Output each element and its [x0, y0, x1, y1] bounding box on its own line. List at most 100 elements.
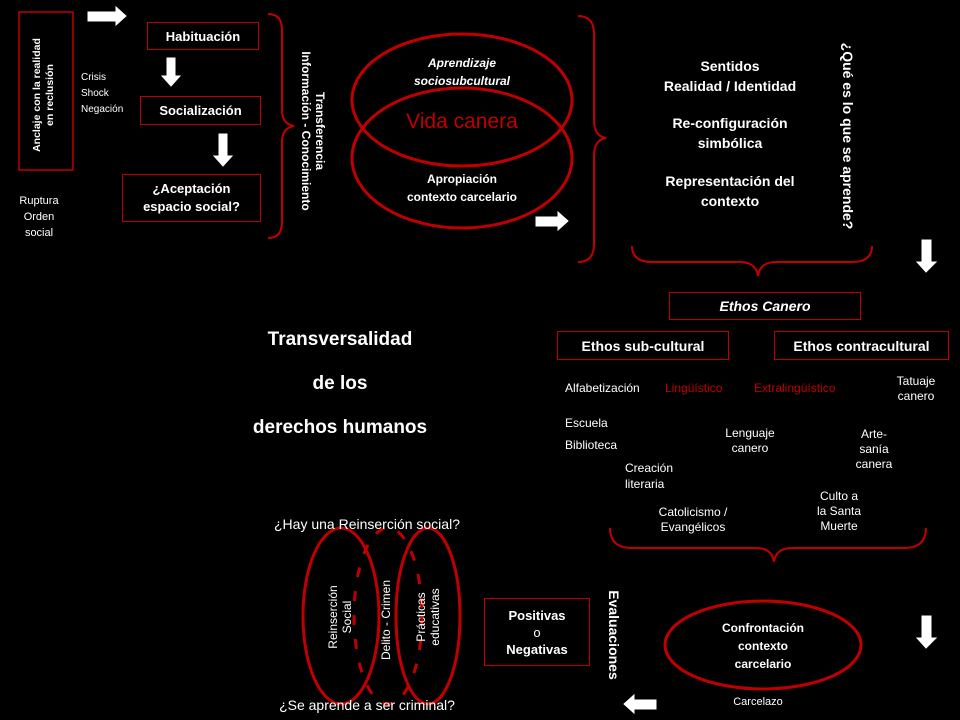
catolicismo-label: Catolicismo / Evangélicos: [645, 505, 741, 535]
apropiacion-label: Apropiación contexto carcelario: [382, 170, 542, 206]
reconfig-line: simbólica: [697, 135, 763, 151]
tatuaje-line: canero: [897, 389, 935, 403]
crisis-item: Shock: [81, 88, 109, 99]
anclaje-line2: en reclusión: [44, 64, 56, 126]
culto-line: Muerte: [820, 519, 858, 533]
arrow-down-right-bottom: [915, 615, 938, 649]
aceptacion-box: ¿Aceptación espacio social?: [122, 174, 261, 222]
se-aprende-criminal-label: ¿Se aprende a ser criminal?: [279, 697, 455, 713]
creacion-label: Creación literaria: [625, 460, 673, 492]
crisis-item: Negación: [81, 104, 124, 115]
artesania-line: sanía: [859, 442, 889, 456]
catolicismo-line: Evangélicos: [660, 520, 726, 534]
practicas-label: Prácticas educativas: [414, 577, 444, 657]
confrontacion-line: carcelario: [734, 657, 792, 671]
brace-middle: [577, 15, 607, 263]
sentidos-label: Sentidos Realidad / Identidad: [640, 56, 820, 96]
reconfig-line: Re-configuración: [672, 115, 788, 131]
tatuaje-line: Tatuaje: [896, 374, 936, 388]
reinsercion-line: Reinserción: [326, 585, 340, 649]
ethos-sub-label: Ethos sub-cultural: [581, 337, 705, 354]
ruptura-line: Ruptura: [19, 195, 59, 207]
practicas-line: educativas: [428, 588, 442, 646]
linguistico-label: Lingüístico: [665, 381, 723, 395]
reinsercion-line: Social: [340, 600, 354, 634]
socializacion-label: Socialización: [159, 103, 242, 118]
artesania-line: canera: [855, 457, 893, 471]
brace-left-column: [267, 13, 295, 239]
arrow-down-right-top: [915, 239, 938, 273]
aceptacion-line: ¿Aceptación: [152, 181, 231, 196]
artesania-label: Arte- sanía canera: [846, 427, 902, 472]
representacion-label: Representación del contexto: [640, 171, 820, 211]
delito-label: Delito - Crimen: [379, 580, 393, 661]
culto-line: la Santa: [816, 504, 862, 518]
transversalidad-line: de los: [312, 373, 368, 394]
creacion-line: literaria: [625, 477, 665, 491]
aprendizaje-label: Aprendizaje sociosubcultural: [392, 54, 532, 90]
anclaje-label: Anclaje con la realidad en reclusión: [31, 16, 61, 174]
crisis-list: Crisis Shock Negación: [81, 70, 123, 118]
ethos-canero-label: Ethos Canero: [719, 298, 811, 314]
artesania-line: Arte-: [860, 427, 887, 441]
lenguaje-label: Lenguaje canero: [712, 426, 788, 456]
escuela-label: Escuela: [565, 416, 608, 430]
ethos-contra-label: Ethos contracultural: [793, 337, 930, 354]
crisis-item: Crisis: [81, 72, 106, 83]
confrontacion-label: Confrontación contexto carcelario: [693, 619, 833, 673]
sentidos-line: Realidad / Identidad: [663, 78, 797, 94]
reconfig-label: Re-configuración simbólica: [640, 113, 820, 153]
vida-canera-label: Vida canera: [406, 110, 518, 133]
culto-label: Culto a la Santa Muerte: [806, 489, 872, 534]
que-se-aprende-label: ¿Qué es lo que se aprende?: [840, 42, 856, 230]
arrow-down-habituacion: [160, 57, 182, 87]
anclaje-line1: Anclaje con la realidad: [31, 38, 43, 152]
confrontacion-line: contexto: [737, 639, 788, 653]
biblioteca-label: Biblioteca: [565, 438, 618, 452]
ruptura-label: Ruptura Orden social: [4, 193, 74, 241]
arrow-right-vida: [535, 210, 569, 232]
ruptura-line: social: [24, 227, 54, 239]
extralinguistico-label: Extralingüístico: [754, 381, 836, 395]
informacion-line: Información - Conocimiento: [299, 51, 313, 211]
aprendizaje-line: Aprendizaje: [427, 56, 496, 70]
apropiacion-line: contexto carcelario: [406, 190, 518, 204]
lenguaje-line: canero: [731, 441, 769, 455]
catolicismo-line: Catolicismo /: [658, 505, 728, 519]
practicas-line: Prácticas: [414, 592, 428, 642]
habituacion-label: Habituación: [165, 28, 241, 44]
socializacion-box: Socialización: [140, 96, 261, 125]
positivas-line: Positivas: [508, 607, 566, 623]
alfabetizacion-label: Alfabetización: [565, 381, 640, 395]
ellipse-apropiacion: [350, 86, 574, 230]
positivas-box: Positivas o Negativas: [484, 598, 590, 666]
aceptacion-line: espacio social?: [143, 199, 240, 214]
habituacion-box: Habituación: [147, 22, 259, 50]
transferencia-label: Transferencia Información - Conocimiento: [297, 21, 327, 241]
ethos-canero-box: Ethos Canero: [669, 292, 861, 320]
sentidos-line: Sentidos: [700, 58, 760, 74]
transversalidad-line: Transversalidad: [267, 329, 413, 350]
evaluaciones-label: Evaluaciones: [606, 590, 622, 680]
ethos-contra-box: Ethos contracultural: [774, 331, 949, 360]
representacion-line: contexto: [700, 193, 760, 209]
ruptura-line: Orden: [23, 211, 55, 223]
positivas-line: o: [533, 624, 541, 640]
carcelazo-label: Carcelazo: [733, 696, 783, 708]
positivas-line: Negativas: [506, 641, 568, 657]
tatuaje-label: Tatuaje canero: [886, 374, 946, 404]
arrow-right-top: [87, 5, 127, 27]
representacion-line: Representación del: [665, 173, 795, 189]
hay-reinsercion-label: ¿Hay una Reinserción social?: [274, 516, 460, 532]
transferencia-line: Transferencia: [313, 91, 327, 171]
reinsercion-label: Reinserción Social: [326, 577, 356, 657]
transversalidad-title: Transversalidad de los derechos humanos: [230, 318, 450, 450]
lenguaje-line: Lenguaje: [725, 426, 775, 440]
culto-line: Culto a: [819, 489, 859, 503]
apropiacion-line: Apropiación: [426, 172, 497, 186]
aprendizaje-line: sociosubcultural: [413, 74, 511, 88]
arrow-down-socializacion: [212, 133, 234, 167]
brace-sentidos: [631, 245, 873, 277]
transversalidad-line: derechos humanos: [252, 417, 428, 438]
